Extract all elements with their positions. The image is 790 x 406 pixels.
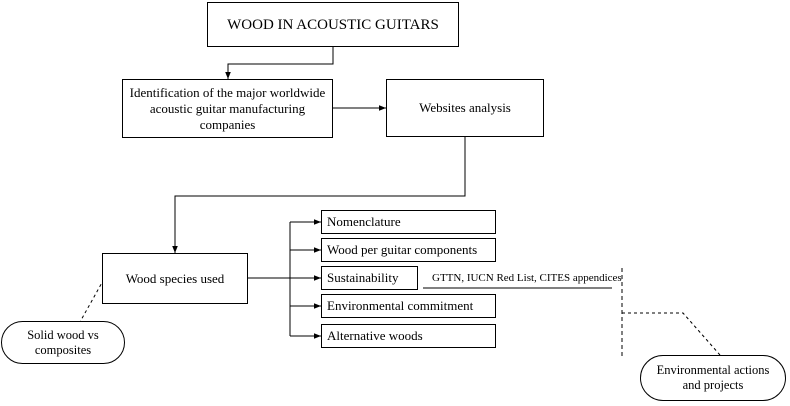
sustainability-box: Sustainability [321, 266, 418, 290]
dashed-callout-environmental [622, 312, 721, 356]
species-text: Wood species used [125, 270, 225, 286]
identification-text: Identification of the major worldwide ac… [129, 84, 326, 132]
arrow-title-to-identification [225, 47, 334, 79]
components-text: Wood per guitar components [327, 242, 478, 257]
species-box: Wood species used [102, 253, 248, 304]
alternative-box: Alternative woods [321, 324, 496, 348]
solid-wood-callout: Solid wood vs composites [1, 321, 125, 364]
websites-box: Websites analysis [386, 79, 544, 137]
identification-box: Identification of the major worldwide ac… [122, 79, 333, 138]
environmental-actions-text: Environmental actions and projects [656, 363, 770, 392]
commitment-box: Environmental commitment [321, 294, 496, 318]
websites-text: Websites analysis [419, 100, 511, 115]
environmental-actions-callout: Environmental actions and projects [640, 355, 786, 401]
sustainability-text: Sustainability [327, 270, 399, 285]
commitment-text: Environmental commitment [327, 298, 474, 313]
sustainability-note: GTTN, IUCN Red List, CITES appendices [432, 272, 622, 284]
title-text: WOOD IN ACOUSTIC GUITARS [227, 16, 439, 33]
alternative-text: Alternative woods [327, 328, 423, 343]
title-box: WOOD IN ACOUSTIC GUITARS [207, 2, 459, 47]
arrow-websites-to-species [172, 137, 466, 253]
nomenclature-box: Nomenclature [321, 210, 496, 234]
components-box: Wood per guitar components [321, 238, 496, 262]
nomenclature-text: Nomenclature [327, 214, 401, 229]
solid-wood-text: Solid wood vs composites [27, 327, 99, 357]
dashed-callout-solid-wood [79, 278, 105, 323]
